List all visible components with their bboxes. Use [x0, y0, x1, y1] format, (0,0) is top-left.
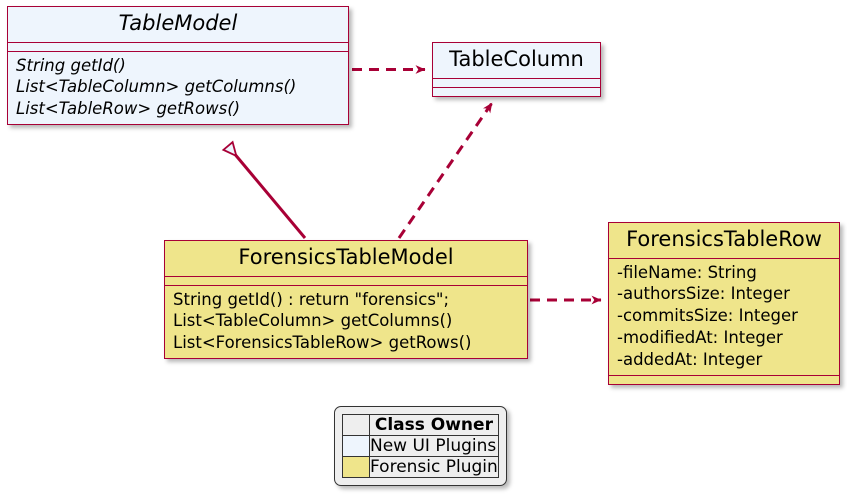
class-separator — [165, 275, 527, 277]
class-separator — [433, 77, 600, 79]
class-member: List<TableRow> getRows() — [16, 99, 241, 119]
legend-table: Class Owner New UI Plugins Forensic Plug… — [342, 414, 499, 478]
class-methods-table-model: String getId() List<TableColumn> getColu… — [8, 52, 348, 125]
class-member: List<TableColumn> getColumns() — [16, 77, 297, 97]
edge-forensicstablemodel-to-tablecolumn — [397, 102, 494, 239]
class-separator — [8, 41, 348, 43]
legend-box: Class Owner New UI Plugins Forensic Plug… — [334, 406, 507, 486]
legend-header-row: Class Owner — [342, 414, 499, 436]
edge-forensicstablemodel-to-tablemodel — [228, 146, 307, 239]
class-member: -fileName: String — [617, 262, 757, 282]
legend-label-forensic-plugin: Forensic Plugin — [369, 456, 499, 478]
class-separator — [165, 284, 527, 286]
class-member: -authorsSize: Integer — [617, 284, 790, 304]
class-methods-forensics-table-model: String getId() : return "forensics"; Lis… — [165, 286, 527, 359]
class-member: -addedAt: Integer — [617, 350, 763, 370]
class-separator — [609, 375, 839, 377]
class-member: List<TableColumn> getColumns() — [173, 311, 453, 331]
class-attributes-forensics-table-model — [165, 277, 527, 285]
class-title-forensics-table-row: ForensicsTableRow — [626, 227, 822, 251]
class-title-table-model: TableModel — [118, 11, 238, 35]
class-methods-forensics-table-row — [609, 376, 839, 384]
class-member: -commitsSize: Integer — [617, 306, 798, 326]
class-title-forensics-table-model: ForensicsTableModel — [238, 245, 454, 269]
class-separator — [8, 50, 348, 52]
legend-row: Forensic Plugin — [342, 456, 499, 478]
class-box-forensics-table-model[interactable]: ForensicsTableModel String getId() : ret… — [164, 240, 528, 360]
class-member: String getId() — [16, 55, 126, 75]
legend-swatch-new-ui-plugins — [342, 435, 370, 457]
legend-header-label: Class Owner — [369, 414, 499, 436]
class-attributes-table-model — [8, 43, 348, 51]
class-methods-table-column — [433, 88, 600, 96]
class-box-forensics-table-row[interactable]: ForensicsTableRow -fileName: String -aut… — [608, 222, 840, 386]
class-title-table-column: TableColumn — [449, 47, 584, 71]
legend-swatch-empty — [342, 414, 370, 436]
legend-swatch-forensic-plugin — [342, 456, 370, 478]
class-separator — [609, 257, 839, 259]
class-attributes-table-column — [433, 79, 600, 87]
class-box-table-model[interactable]: TableModel String getId() List<TableColu… — [7, 6, 349, 126]
class-member: String getId() : return "forensics"; — [173, 289, 450, 309]
legend-label-new-ui-plugins: New UI Plugins — [369, 435, 499, 457]
legend-row: New UI Plugins — [342, 435, 499, 457]
class-member: -modifiedAt: Integer — [617, 328, 783, 348]
class-separator — [433, 86, 600, 88]
class-box-table-column[interactable]: TableColumn — [432, 42, 601, 97]
class-attributes-forensics-table-row: -fileName: String -authorsSize: Integer … — [609, 259, 839, 376]
class-member: List<ForensicsTableRow> getRows() — [173, 333, 472, 353]
